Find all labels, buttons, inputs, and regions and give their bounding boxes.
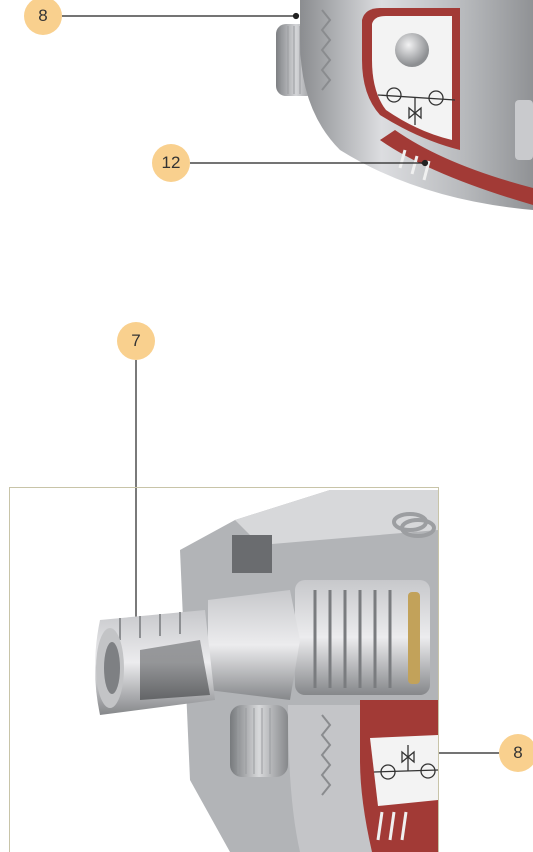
- spring-element: [392, 512, 436, 538]
- top-product-illustration: [276, 0, 533, 210]
- valve-symbol-icon: [377, 87, 456, 125]
- callout-7: 7: [117, 322, 155, 360]
- seal-ring: [408, 592, 420, 684]
- connection-nut: [208, 590, 300, 700]
- knurled-knob-bottom: [230, 705, 288, 777]
- callout-12: 12: [152, 144, 190, 182]
- callout-8-top: 8: [24, 0, 62, 35]
- zigzag-marking-top: [320, 9, 332, 91]
- label-stripe-top: [380, 130, 533, 205]
- housing-edge-top: [515, 100, 533, 160]
- label-inner-top: [372, 16, 452, 140]
- valve-symbol-icon-bottom: [373, 745, 439, 780]
- callout-8-bottom: 8: [499, 734, 533, 772]
- screw-head-icon: [395, 33, 429, 67]
- set-screw: [232, 535, 272, 573]
- detail-frame: [9, 487, 439, 852]
- zigzag-marking-bottom: [320, 714, 332, 796]
